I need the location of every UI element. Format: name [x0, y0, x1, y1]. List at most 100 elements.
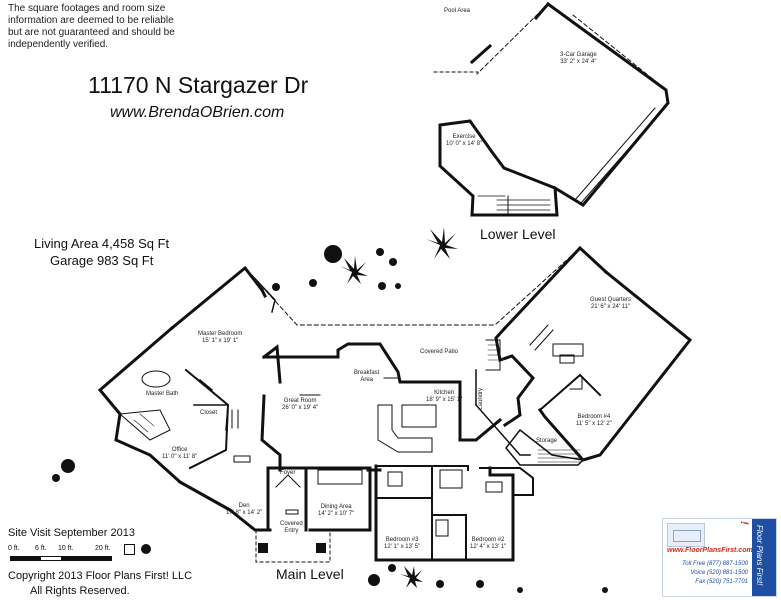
kitchen-east-wall	[458, 380, 503, 442]
room-bedroom-2: Bedroom #2 12' 4" x 13' 1"	[470, 537, 506, 551]
lower-level-label: Lower Level	[480, 226, 556, 242]
bedroom-4-label: Bedroom #4	[577, 414, 611, 420]
room-den: Den 17' 8" x 14' 2"	[226, 503, 262, 517]
shrub-icon	[376, 248, 384, 256]
landscape-plants	[52, 227, 608, 593]
entry-column-2	[316, 543, 326, 553]
room-covered-entry: Covered Entry	[280, 521, 303, 535]
garage-area-text: Garage 983 Sq Ft	[50, 253, 154, 268]
master-tub	[141, 370, 171, 388]
shrub-icon	[368, 574, 380, 586]
room-covered-patio: Covered Patio	[420, 349, 459, 355]
room-guest-quarters: Guest Quarters 21' 6" x 24' 11"	[590, 297, 631, 311]
covered-entry-outline	[255, 529, 331, 563]
main-stairs	[537, 449, 581, 463]
toilet-1	[387, 471, 403, 487]
dining-buffet	[317, 469, 363, 485]
master-bedroom-east	[261, 344, 282, 384]
bedrooms-outer	[374, 464, 515, 562]
scale-bar: 0 ft. 6 ft. 10 ft. 20 ft.	[8, 543, 158, 565]
logo-brand-name: Floor Plans First!	[755, 525, 764, 586]
great-room-west	[260, 394, 282, 472]
bath-3	[479, 467, 534, 496]
shrub-icon	[436, 580, 444, 588]
logo-fax: Fax (520) 751-7701	[695, 579, 748, 585]
bedroom4-north	[538, 373, 602, 412]
dining-dimensions: 14' 2" x 10' 7"	[318, 511, 355, 517]
shrub-icon	[395, 283, 401, 289]
room-exercise: Exercise 10' 0" x 14' 8"	[446, 134, 482, 148]
floor-plans-first-logo[interactable]: www.FloorPlansFirst.com Toll Free (877) …	[662, 518, 777, 597]
closet-door	[231, 409, 239, 429]
master-bedroom-dimensions: 15' 1" x 19' 1"	[202, 338, 239, 344]
kitchen-island	[401, 404, 437, 428]
logo-brand-band: Floor Plans First!	[752, 519, 776, 596]
bedroom-2-label: Bedroom #2	[471, 537, 505, 543]
main-level-plan	[97, 245, 693, 563]
garage-door	[574, 107, 656, 201]
lower-level-plan	[433, 1, 670, 217]
shrub-icon	[389, 258, 397, 266]
guest-wing-east	[537, 269, 693, 462]
logo-url[interactable]: www.FloorPlansFirst.com	[667, 547, 753, 554]
north-compass-icon	[141, 544, 151, 554]
exercise-label: Exercise	[452, 134, 476, 140]
great-room-dimensions: 26' 0" x 19' 4"	[282, 405, 319, 411]
room-master-bedroom: Master Bedroom 15' 1" x 19' 1"	[198, 331, 242, 345]
master-bedroom-north	[243, 266, 276, 313]
disclaimer-text: The square footages and room size inform…	[8, 3, 175, 50]
covered-entry-label: Covered	[280, 521, 303, 527]
office-dimensions: 11' 0" x 11' 8"	[162, 454, 198, 460]
property-address: 11170 N Stargazer Dr	[88, 72, 309, 98]
room-garage: 3-Car Garage 33' 2" x 24' 4"	[560, 52, 597, 66]
dining-label: Dining Area	[320, 504, 352, 510]
copyright-line-2: All Rights Reserved.	[30, 585, 130, 597]
exercise-wall	[438, 119, 559, 217]
laundry-wall	[474, 403, 531, 456]
foyer-doors	[275, 474, 301, 488]
website-link[interactable]: www.BrendaOBrien.com	[110, 104, 285, 121]
room-dining: Dining Area 14' 2" x 10' 7"	[318, 504, 354, 518]
garage-stub	[469, 43, 493, 65]
shrub-icon	[602, 587, 608, 593]
room-kitchen: Kitchen 18' 9" x 15' 1"	[426, 390, 462, 404]
shrub-icon	[388, 564, 396, 572]
entry-column-1	[258, 543, 268, 553]
shrub-icon	[61, 459, 75, 473]
scale-ten: 10 ft.	[58, 545, 74, 552]
sink-1	[439, 469, 463, 489]
master-shower	[118, 409, 171, 441]
palm-tree-icon	[400, 566, 423, 588]
scale-twenty: 20 ft.	[95, 545, 111, 552]
copyright-line-1: Copyright 2013 Floor Plans First! LLC	[8, 570, 193, 582]
main-level-label: Main Level	[276, 566, 344, 582]
bath-2	[431, 497, 467, 561]
bath-1	[375, 465, 433, 499]
den-dimensions: 17' 8" x 14' 2"	[226, 510, 263, 516]
room-storage: Storage	[536, 438, 558, 444]
office-label: Office	[171, 447, 188, 453]
room-pool-area: Pool Area	[444, 8, 471, 14]
room-laundry: Laundry	[478, 388, 484, 410]
scale-zero: 0 ft.	[8, 545, 20, 552]
site-visit-text: Site Visit September 2013	[8, 527, 135, 539]
guest-wing-west	[494, 325, 535, 428]
room-bedroom-3: Bedroom #3 12' 1" x 13' 5"	[384, 537, 420, 551]
logo-floorplan-thumbnail	[667, 523, 705, 547]
master-bedroom-label: Master Bedroom	[198, 331, 243, 337]
covered-entry-label-2: Entry	[284, 528, 299, 534]
breakfast-area-label: Area	[360, 377, 374, 383]
storage-wall	[505, 428, 585, 466]
logo-voice: Voice (520) 881-1500	[690, 570, 748, 576]
guest-wing-north	[502, 245, 609, 331]
guest-quarters-dimensions: 21' 6" x 24' 11"	[590, 304, 631, 310]
shrub-icon	[517, 587, 523, 593]
room-breakfast: Breakfast Area	[354, 370, 379, 384]
great-room-label: Great Room	[283, 398, 317, 404]
garage-overhang	[572, 14, 665, 89]
shrub-icon	[476, 580, 484, 588]
lower-stairs	[477, 195, 551, 211]
master-bath-wall	[184, 368, 230, 470]
scale-six: 6 ft.	[35, 545, 47, 552]
